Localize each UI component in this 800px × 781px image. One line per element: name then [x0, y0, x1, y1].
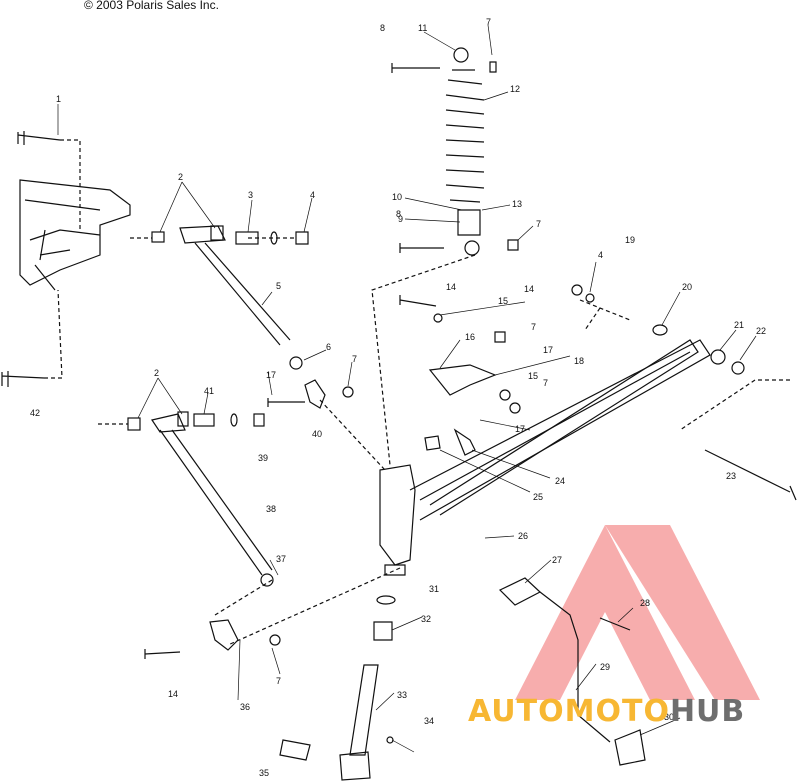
- callout-26: 26: [518, 531, 528, 541]
- callout-42: 42: [30, 408, 40, 418]
- callout-7f: 7: [276, 676, 281, 686]
- callout-33: 33: [397, 690, 407, 700]
- callout-16: 16: [465, 332, 475, 342]
- callout-37: 37: [276, 554, 286, 564]
- callout-27: 27: [552, 555, 562, 565]
- callout-7b: 7: [486, 17, 491, 27]
- callout-38: 38: [266, 504, 276, 514]
- callout-25: 25: [533, 492, 543, 502]
- callout-23: 23: [726, 471, 736, 481]
- bolt-14: [399, 295, 437, 307]
- callout-5: 5: [276, 281, 281, 291]
- callout-4: 4: [310, 190, 315, 200]
- part-callouts: 1 2 3 4 5 6 7 8 9 10 11 12 13 14 15 16 1…: [30, 17, 766, 778]
- nut-6: [289, 356, 303, 370]
- callout-31: 31: [429, 584, 439, 594]
- callout-8b: 8: [396, 209, 401, 219]
- callout-2b: 2: [154, 368, 159, 378]
- shock-absorber-12: [391, 47, 519, 256]
- callout-15b: 15: [528, 371, 538, 381]
- watermark-part2: HUB: [669, 694, 746, 729]
- callout-34: 34: [424, 716, 434, 726]
- bolt-23: [704, 449, 797, 501]
- callout-17b: 17: [515, 424, 525, 434]
- callout-17: 17: [543, 345, 553, 355]
- callout-6: 6: [326, 342, 331, 352]
- bracket-16: [428, 364, 497, 396]
- watermark-text: AUTOMOTOHUB: [468, 694, 745, 729]
- callout-14c: 14: [168, 689, 178, 699]
- callout-22: 22: [756, 326, 766, 336]
- nut-4: [295, 231, 309, 245]
- callout-29: 29: [600, 662, 610, 672]
- callout-14b: 14: [446, 282, 456, 292]
- lower-a-arm-38: [98, 411, 274, 587]
- spindle-stud: [453, 428, 476, 456]
- callout-9: 9: [398, 214, 403, 224]
- trailing-arm-18: [429, 339, 699, 516]
- callout-2: 2: [178, 172, 183, 182]
- watermark-logo: [515, 525, 760, 700]
- ball-joint-40: [267, 379, 354, 409]
- callout-39: 39: [258, 453, 268, 463]
- bushing-25: [424, 435, 441, 451]
- callout-30: 30: [664, 712, 674, 722]
- callout-11: 11: [418, 23, 427, 33]
- callout-13: 13: [512, 199, 522, 209]
- bushing-41: [193, 413, 215, 427]
- callout-3: 3: [248, 190, 253, 200]
- callout-32: 32: [421, 614, 431, 624]
- callout-7c: 7: [536, 219, 541, 229]
- callout-1: 1: [56, 94, 61, 104]
- bolt-1: [17, 131, 61, 145]
- tie-rod-33: [279, 595, 396, 781]
- bushing-3: [235, 231, 259, 245]
- ball-joint-36: [144, 619, 281, 659]
- upper-a-arm-5: [130, 225, 291, 346]
- bolt-42: [1, 371, 45, 387]
- callout-35: 35: [259, 768, 269, 778]
- callout-19: 19: [625, 235, 635, 245]
- callout-7d: 7: [531, 322, 536, 332]
- callout-28: 28: [640, 598, 650, 608]
- steering-rod-29: [498, 577, 646, 766]
- callout-24: 24: [555, 476, 565, 486]
- callout-36: 36: [240, 702, 250, 712]
- callout-8: 8: [380, 23, 385, 33]
- callout-41: 41: [204, 386, 214, 396]
- callout-7e: 7: [543, 378, 548, 388]
- callout-21: 21: [734, 320, 744, 330]
- callout-17c: 17: [266, 370, 276, 380]
- callout-40: 40: [312, 429, 322, 439]
- callout-14: 14: [524, 284, 534, 294]
- callout-18: 18: [574, 356, 584, 366]
- copyright-text: © 2003 Polaris Sales Inc.: [84, 0, 219, 12]
- watermark-part1: AUTOMOTO: [468, 694, 670, 729]
- callout-20: 20: [682, 282, 692, 292]
- callout-4b: 4: [598, 250, 603, 260]
- callout-12: 12: [510, 84, 520, 94]
- callout-7: 7: [352, 354, 357, 364]
- callout-10: 10: [392, 192, 402, 202]
- frame-section: [19, 179, 131, 291]
- callout-15: 15: [498, 296, 508, 306]
- nut-39: [253, 413, 265, 427]
